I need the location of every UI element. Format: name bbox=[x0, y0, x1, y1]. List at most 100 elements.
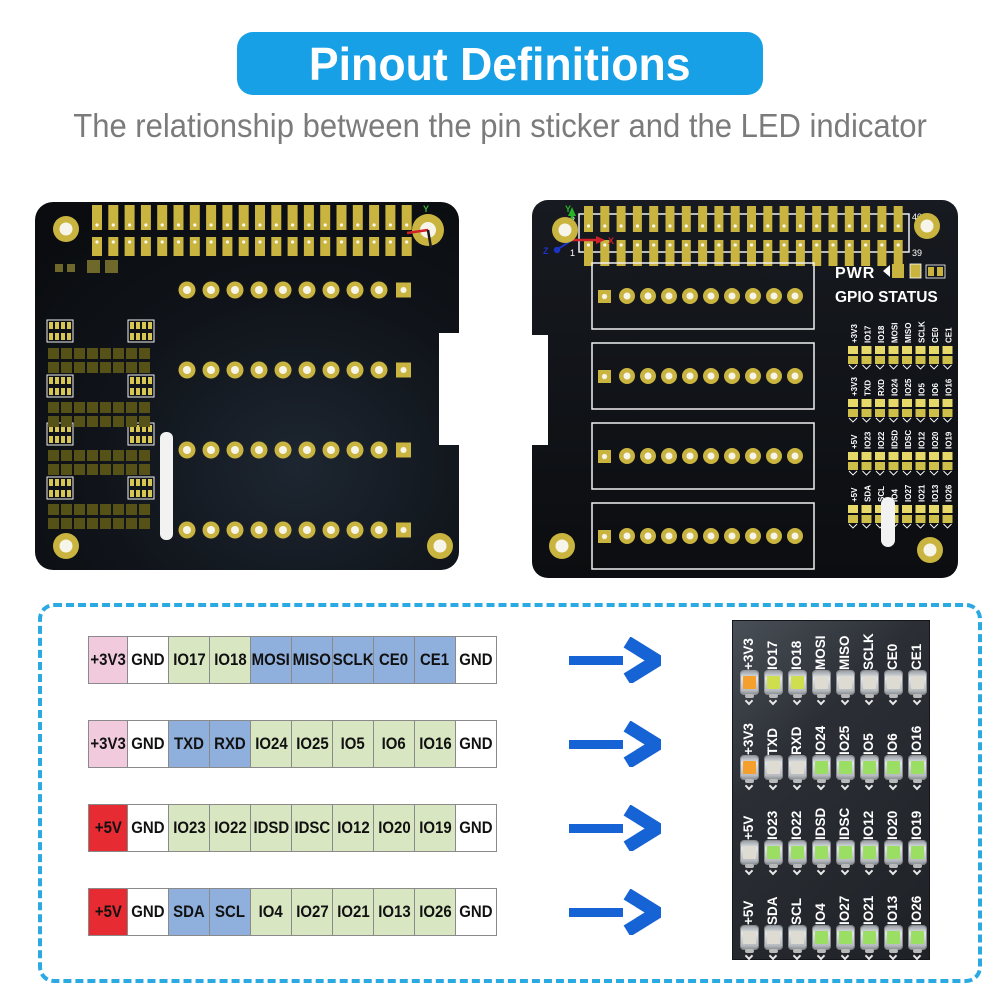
pin-cell-label: +5V bbox=[94, 902, 122, 921]
svg-text:IO27: IO27 bbox=[904, 484, 913, 502]
pin-cell: IO18 bbox=[209, 636, 251, 684]
led-label: IO5 bbox=[861, 733, 876, 755]
svg-text:+3V3: +3V3 bbox=[850, 324, 859, 343]
led-chip-icon bbox=[740, 841, 758, 868]
svg-text:IO20: IO20 bbox=[931, 431, 940, 449]
led-label: IO4 bbox=[813, 903, 828, 925]
pin-cell-label: IDSD bbox=[253, 818, 289, 837]
pin-cell: IO6 bbox=[373, 720, 415, 768]
led-chip-icon bbox=[908, 671, 926, 698]
svg-text:IO4: IO4 bbox=[891, 489, 900, 502]
svg-text:RXD: RXD bbox=[877, 379, 886, 396]
pin-cell: MISO bbox=[291, 636, 333, 684]
page-title: Pinout Definitions bbox=[309, 37, 691, 90]
led-label: IO20 bbox=[885, 810, 900, 840]
arrow-right-icon bbox=[569, 721, 661, 767]
led-chip-icon bbox=[788, 671, 806, 698]
led-chip-icon bbox=[740, 756, 758, 783]
svg-text:MOSI: MOSI bbox=[891, 323, 900, 343]
led-column bbox=[905, 756, 929, 791]
led-column bbox=[857, 926, 881, 961]
chevron-down-icon bbox=[888, 781, 898, 791]
svg-text:IDSC: IDSC bbox=[904, 430, 913, 449]
led-label: +5V bbox=[741, 900, 756, 925]
chevron-down-icon bbox=[840, 696, 850, 706]
pin-cell-label: IO20 bbox=[377, 818, 411, 837]
pin-cell: IO27 bbox=[291, 888, 333, 936]
pin-cell-label: IO27 bbox=[295, 902, 329, 921]
chevron-down-icon bbox=[864, 866, 874, 876]
pin-cell-label: IO22 bbox=[213, 818, 247, 837]
pin-cell-label: IO6 bbox=[381, 734, 407, 753]
led-chip-icon bbox=[764, 841, 782, 868]
led-label: +3V3 bbox=[741, 723, 756, 755]
led-row bbox=[737, 926, 930, 961]
led-row bbox=[737, 671, 930, 706]
chevron-down-icon bbox=[816, 696, 826, 706]
svg-text:PWR: PWR bbox=[835, 265, 875, 282]
led-label: IO18 bbox=[789, 640, 804, 670]
pin-cell-label: GND bbox=[459, 818, 493, 837]
led-chip-icon bbox=[908, 756, 926, 783]
pin-cell-label: SCLK bbox=[332, 650, 374, 669]
svg-text:IO6: IO6 bbox=[931, 383, 940, 396]
led-label: IO25 bbox=[837, 725, 852, 755]
led-column bbox=[809, 756, 833, 791]
led-label: IO24 bbox=[813, 725, 828, 755]
led-chip-icon bbox=[860, 841, 878, 868]
chevron-down-icon bbox=[816, 951, 826, 961]
led-label: IO16 bbox=[909, 725, 924, 755]
pcb-back-photo: Y bbox=[35, 202, 459, 570]
led-label: SDA bbox=[765, 896, 780, 925]
pin-cell: RXD bbox=[209, 720, 251, 768]
pin-cell-label: CE0 bbox=[379, 650, 409, 669]
pin-cell: +5V bbox=[88, 888, 128, 936]
pin-cell: IO23 bbox=[168, 804, 210, 852]
led-label: IO13 bbox=[885, 895, 900, 925]
led-column bbox=[833, 671, 857, 706]
pin-cell: GND bbox=[127, 804, 169, 852]
svg-text:IDSD: IDSD bbox=[891, 430, 900, 449]
svg-text:TXD: TXD bbox=[864, 380, 873, 396]
led-chip-icon bbox=[836, 841, 854, 868]
led-label: IO22 bbox=[789, 810, 804, 840]
pin-cell-label: +3V3 bbox=[90, 650, 126, 669]
chevron-down-icon bbox=[840, 781, 850, 791]
led-column bbox=[881, 841, 905, 876]
pin-cell: IO26 bbox=[414, 888, 456, 936]
chevron-down-icon bbox=[864, 781, 874, 791]
led-column bbox=[905, 671, 929, 706]
led-column bbox=[737, 926, 761, 961]
pin-cell: GND bbox=[455, 888, 497, 936]
led-column bbox=[833, 756, 857, 791]
pin-cell: IO22 bbox=[209, 804, 251, 852]
pin-cell: IO21 bbox=[332, 888, 374, 936]
led-column bbox=[809, 841, 833, 876]
led-column bbox=[761, 671, 785, 706]
led-column bbox=[761, 926, 785, 961]
svg-text:IO17: IO17 bbox=[864, 325, 873, 343]
pin-cell-label: IO23 bbox=[172, 818, 206, 837]
led-label: IO12 bbox=[861, 810, 876, 840]
pin-cell: +3V3 bbox=[88, 720, 128, 768]
led-chip-icon bbox=[908, 841, 926, 868]
led-label: CE1 bbox=[909, 643, 924, 670]
svg-text:39: 39 bbox=[912, 248, 922, 258]
pin-cell: +5V bbox=[88, 804, 128, 852]
pin-cell: IO19 bbox=[414, 804, 456, 852]
led-row bbox=[737, 841, 930, 876]
pin-cell-label: SDA bbox=[173, 902, 205, 921]
pin-cell: GND bbox=[455, 804, 497, 852]
chevron-down-icon bbox=[744, 951, 754, 961]
led-label: SCLK bbox=[861, 633, 876, 670]
led-chip-icon bbox=[884, 841, 902, 868]
svg-text:Z: Z bbox=[543, 246, 549, 256]
led-chip-icon bbox=[812, 671, 830, 698]
led-column bbox=[857, 841, 881, 876]
pin-cell: GND bbox=[127, 636, 169, 684]
led-chip-icon bbox=[884, 756, 902, 783]
led-column bbox=[881, 756, 905, 791]
